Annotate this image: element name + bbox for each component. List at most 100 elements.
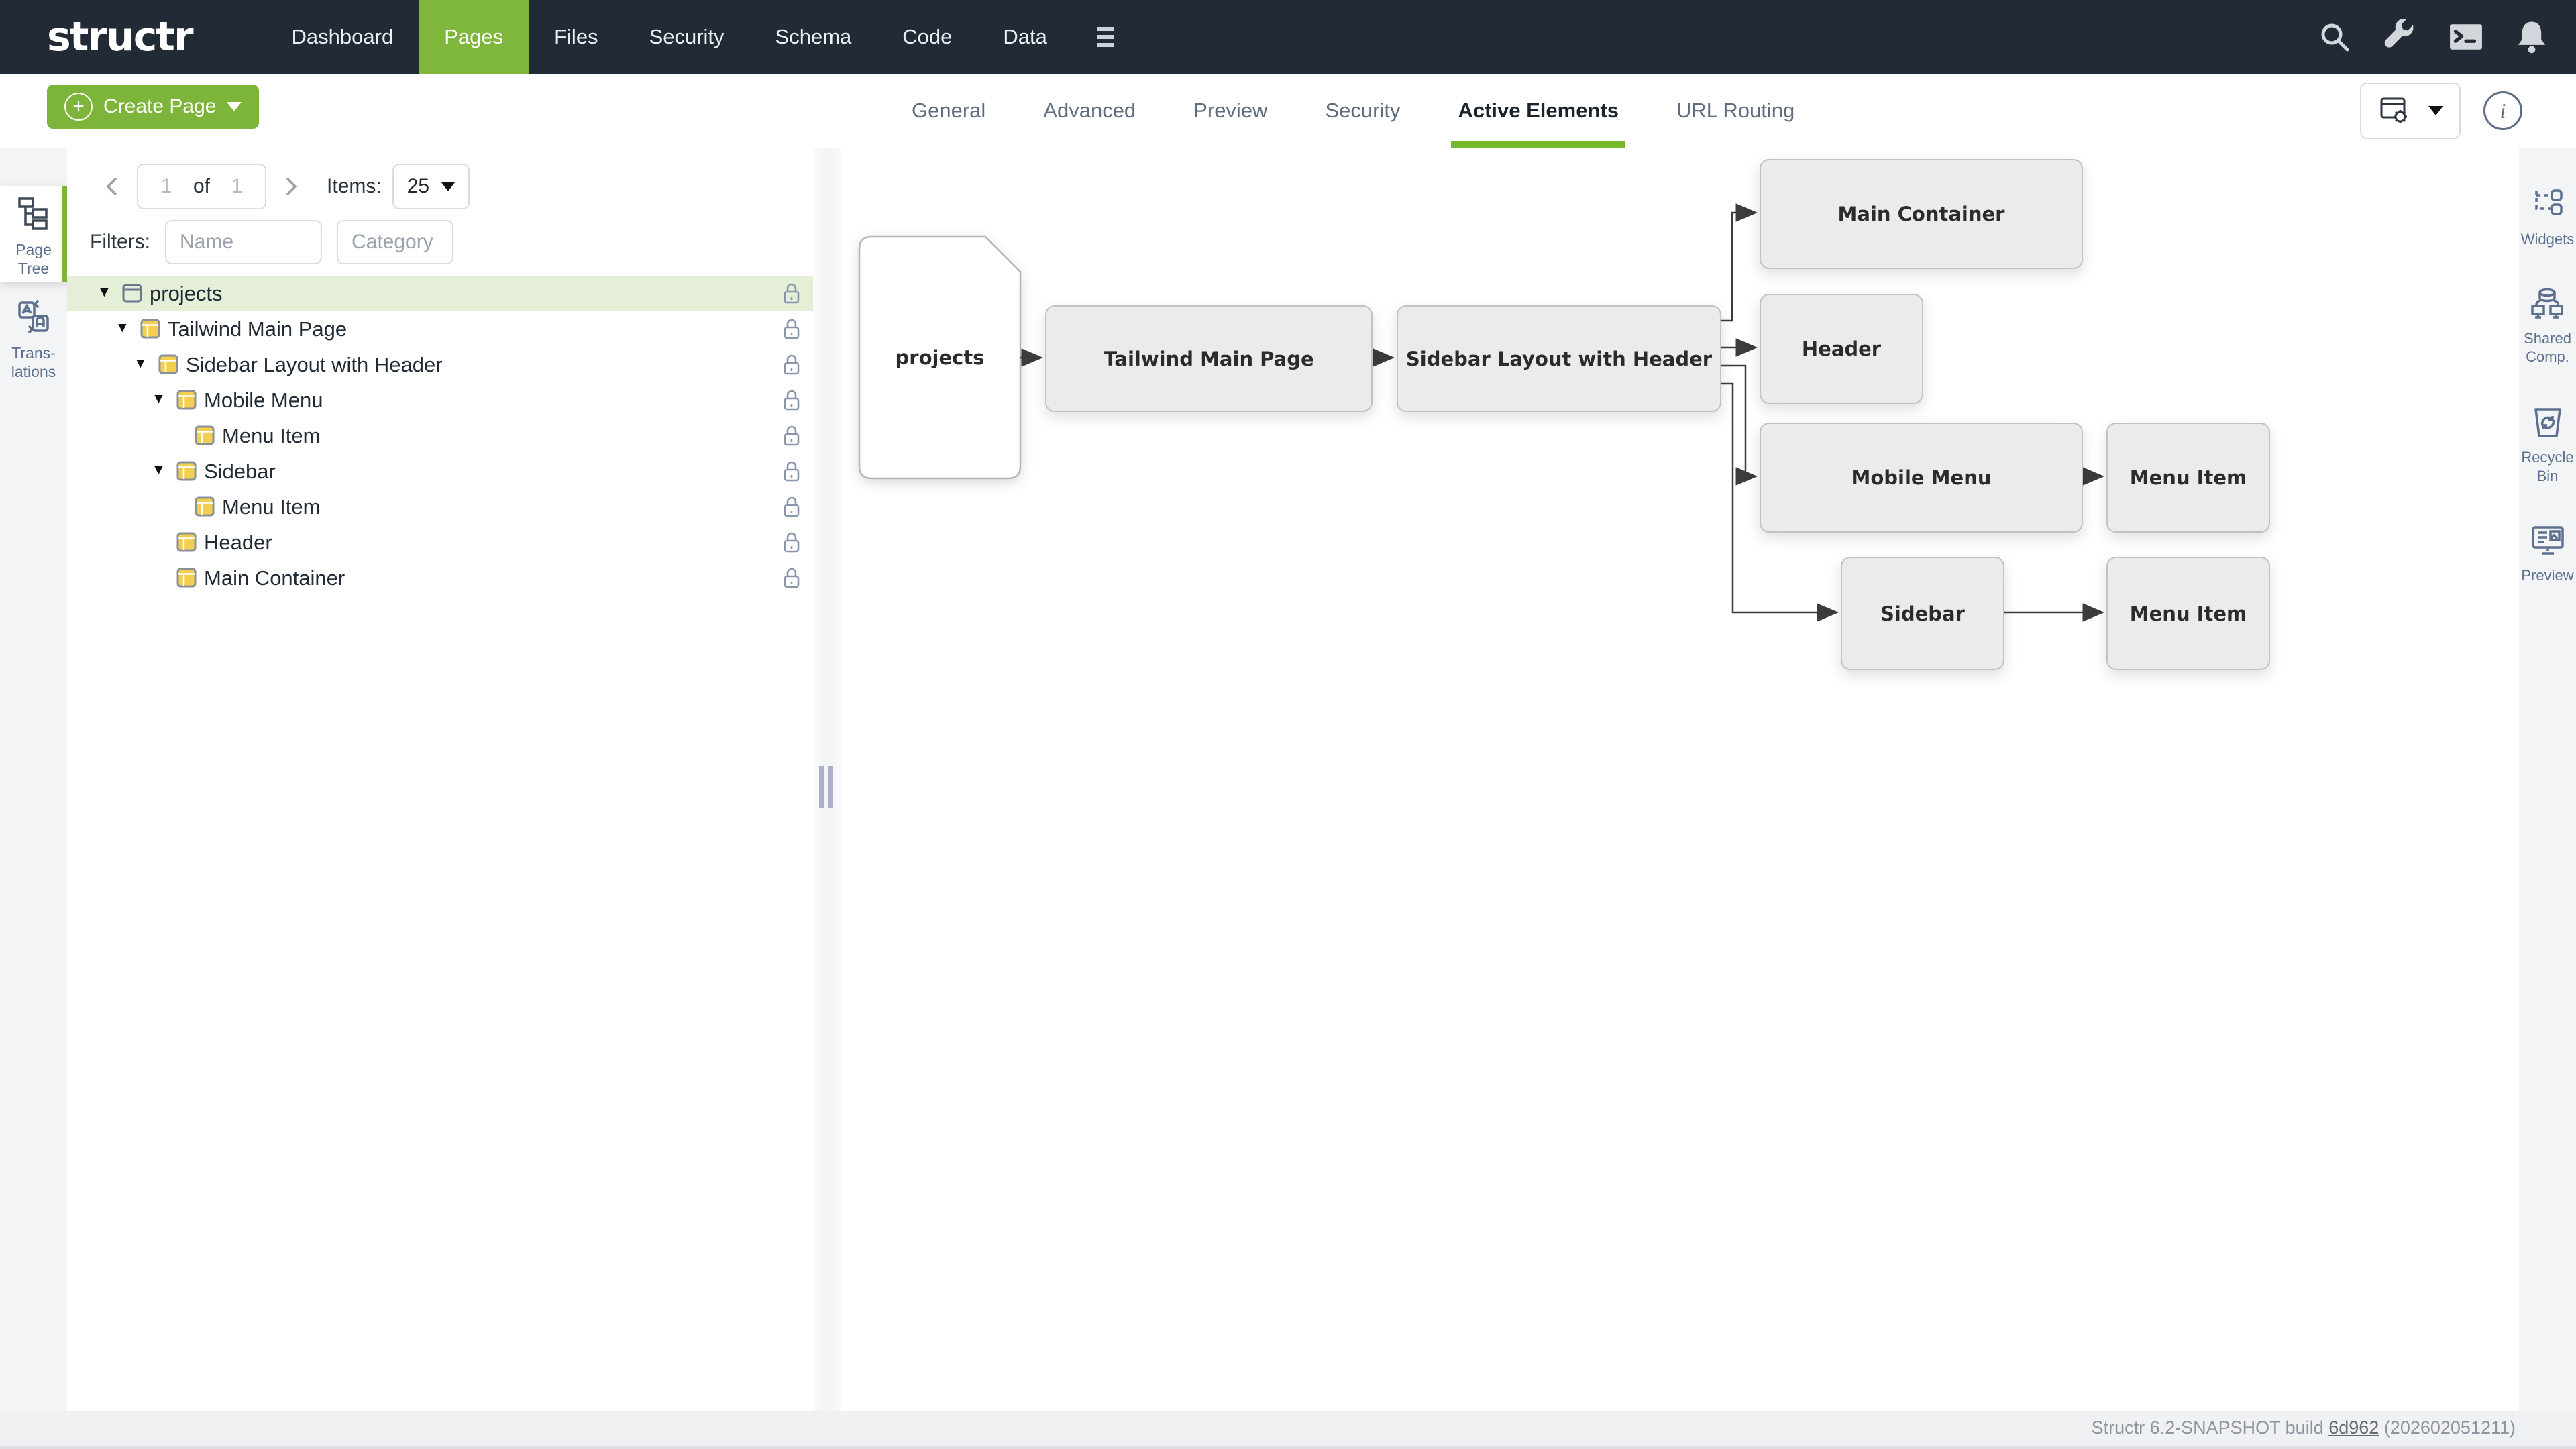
caret-down-icon[interactable]: ▼ (152, 391, 166, 407)
pages-toolbar: + Create Page General Advanced Preview S… (0, 74, 2576, 149)
nav-item-pages[interactable]: Pages (419, 0, 529, 74)
terminal-icon[interactable] (2449, 19, 2483, 54)
page-settings-dropdown-button[interactable] (2360, 83, 2461, 139)
info-icon[interactable]: i (2483, 91, 2522, 130)
tree-row-label: Header (204, 531, 272, 554)
rail-tab-widgets[interactable]: Widgets (2521, 188, 2574, 248)
plus-circle-icon: + (64, 93, 93, 121)
nav-item-files[interactable]: Files (554, 25, 598, 48)
nav-item-schema[interactable]: Schema (775, 25, 852, 48)
tab-active-elements[interactable]: Active Elements (1451, 74, 1625, 148)
tab-url-routing[interactable]: URL Routing (1676, 99, 1795, 122)
nav-item-code[interactable]: Code (902, 25, 953, 48)
panel-splitter[interactable] (813, 148, 842, 1411)
chevron-right-icon[interactable] (277, 173, 304, 200)
menu-icon[interactable] (1079, 27, 1132, 47)
search-icon[interactable] (2317, 19, 2352, 54)
right-rail: Widgets Shared Comp. (2519, 148, 2576, 1411)
tab-advanced[interactable]: Advanced (1043, 99, 1136, 122)
diagram-node-mobile-menu[interactable]: Mobile Menu (1760, 423, 2083, 533)
total-pages-input[interactable] (214, 174, 260, 199)
tree-row-menu-item[interactable]: Menu Item (67, 489, 813, 525)
tree-row-label: Menu Item (222, 495, 321, 519)
node-projects-shape (858, 235, 1022, 480)
rail-tab-page-tree[interactable]: Page Tree (0, 186, 67, 282)
filter-category-input[interactable] (337, 220, 453, 264)
nav-item-dashboard[interactable]: Dashboard (291, 25, 394, 48)
chevron-left-icon[interactable] (99, 173, 126, 200)
layout-icon (158, 354, 179, 378)
tree-row-label: Menu Item (222, 424, 321, 447)
rail-label-line: Page (15, 241, 52, 259)
diagram-node-header[interactable]: Header (1760, 294, 1923, 404)
tree-row-menu-item[interactable]: Menu Item (67, 418, 813, 453)
tree-row-tailwind-main-page[interactable]: ▼ Tailwind Main Page (67, 311, 813, 347)
diagram-node-main-container[interactable]: Main Container (1760, 159, 2083, 269)
lock-icon[interactable] (782, 460, 801, 486)
shared-components-icon (2530, 287, 2565, 325)
tree-row-sidebar[interactable]: ▼ Sidebar (67, 453, 813, 489)
page-number-box: of (137, 164, 267, 209)
rail-label-line: Bin (2536, 467, 2559, 484)
rail-label-line: Shared (2524, 329, 2571, 347)
tree-row-sidebar-layout-with-header[interactable]: ▼ Sidebar Layout with Header (67, 347, 813, 382)
filter-name-input[interactable] (165, 220, 322, 264)
nav-item-security[interactable]: Security (649, 25, 724, 48)
rail-label-line: Widgets (2520, 230, 2575, 248)
lock-icon[interactable] (782, 353, 801, 379)
diagram-node-sidebar-layout-with-header[interactable]: Sidebar Layout with Header (1397, 305, 1721, 412)
left-rail: Page Tree Trans- lations (0, 148, 67, 1411)
splitter-grip[interactable] (819, 766, 833, 808)
layout-icon (176, 567, 197, 592)
bell-icon[interactable] (2514, 19, 2549, 54)
items-per-page-select[interactable]: 25 (392, 164, 470, 209)
diagram-node-menu-item[interactable]: Menu Item (2106, 423, 2270, 533)
rail-tab-translations[interactable]: Trans- lations (0, 290, 67, 393)
tree-row-label: Main Container (204, 566, 345, 590)
tab-preview[interactable]: Preview (1193, 99, 1268, 122)
layout-icon (176, 460, 197, 485)
lock-icon[interactable] (782, 388, 801, 415)
rail-label-line: Preview (2521, 566, 2574, 584)
current-page-input[interactable] (144, 174, 189, 199)
layout-icon (194, 496, 215, 521)
caret-down-icon[interactable]: ▼ (152, 462, 166, 478)
page-settings-icon (2380, 97, 2407, 123)
lock-icon[interactable] (782, 317, 801, 343)
diagram-node-tailwind-main-page[interactable]: Tailwind Main Page (1045, 305, 1373, 412)
caret-down-icon[interactable]: ▼ (115, 320, 129, 335)
rail-label-line: Tree (17, 260, 50, 278)
chevron-down-icon (2428, 106, 2443, 115)
tree-row-main-container[interactable]: Main Container (67, 560, 813, 596)
lock-icon[interactable] (782, 495, 801, 521)
tab-security[interactable]: Security (1325, 99, 1401, 122)
tab-general[interactable]: General (912, 99, 986, 122)
nav-item-data[interactable]: Data (1003, 25, 1047, 48)
tree-row-projects[interactable]: ▼ projects (67, 276, 813, 311)
diagram-edges (858, 203, 2104, 622)
items-label: Items: (327, 175, 382, 197)
tree-row-mobile-menu[interactable]: ▼ Mobile Menu (67, 382, 813, 418)
diagram-node-projects[interactable]: projects (895, 346, 985, 369)
create-page-button[interactable]: + Create Page (47, 85, 260, 129)
rail-tab-shared-components[interactable]: Shared Comp. (2524, 287, 2571, 366)
build-link[interactable]: 6d962 (2328, 1417, 2379, 1438)
caret-down-icon[interactable]: ▼ (97, 284, 111, 300)
rail-tab-preview[interactable]: Preview (2521, 524, 2574, 584)
lock-icon[interactable] (782, 424, 801, 450)
rail-label-line: Trans- (11, 344, 56, 362)
tree-row-header[interactable]: Header (67, 525, 813, 560)
lock-icon[interactable] (782, 531, 801, 557)
rail-tab-recycle-bin[interactable]: Recycle Bin (2521, 405, 2574, 486)
wrench-icon[interactable] (2383, 19, 2418, 54)
caret-down-icon[interactable]: ▼ (133, 356, 148, 371)
lock-icon[interactable] (782, 282, 801, 308)
diagram-node-menu-item[interactable]: Menu Item (2106, 557, 2270, 670)
create-page-label: Create Page (103, 95, 217, 117)
lock-icon[interactable] (782, 566, 801, 592)
diagram-node-sidebar[interactable]: Sidebar (1841, 557, 2004, 670)
layout-icon (140, 318, 161, 343)
layout-icon (194, 425, 215, 449)
tree-row-label: Sidebar Layout with Header (186, 353, 443, 376)
